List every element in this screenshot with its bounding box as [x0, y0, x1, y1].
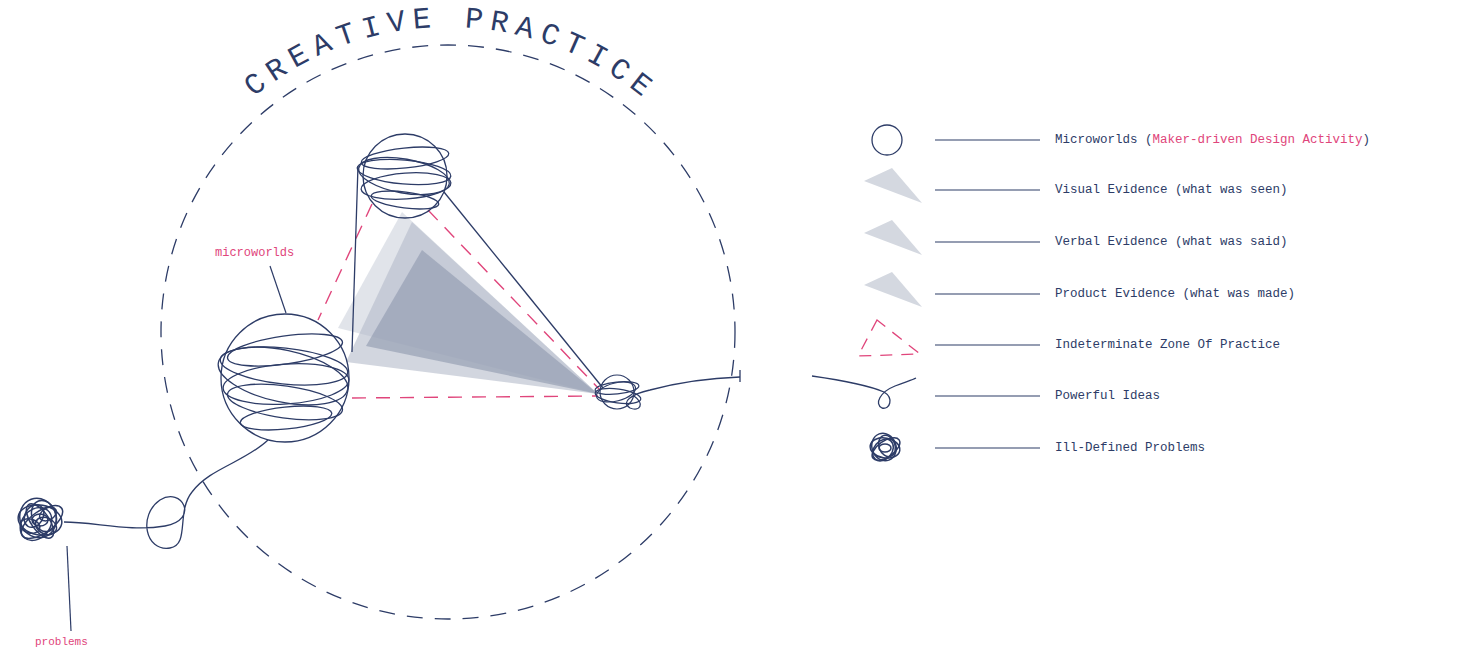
indeterminate-zone-part — [352, 396, 598, 398]
evidence-triangles-part — [338, 212, 598, 394]
legend-samples-part-part — [935, 395, 1040, 396]
legend-text: Microworlds (Maker-driven Design Activit… — [1055, 132, 1370, 148]
microworld-sphere-part — [239, 402, 333, 433]
problem-tangle-part — [20, 501, 48, 531]
legend-samples-part-part — [879, 444, 891, 452]
problem-tangle-part — [37, 504, 59, 523]
legend-samples-part — [935, 140, 1040, 448]
problem-tangle-part — [21, 499, 59, 542]
legend-samples-part-part — [935, 447, 1040, 448]
problem-tangle — [14, 493, 68, 547]
legend-text: Product Evidence (what was made) — [1055, 286, 1295, 302]
legend-samples-part — [858, 320, 920, 356]
legend-samples-part — [864, 168, 922, 203]
microworld-sphere-part — [360, 170, 452, 202]
microworld-sphere-part — [370, 188, 439, 212]
leader-lines-part — [67, 546, 71, 631]
legend-samples-part-part — [935, 344, 1040, 345]
legend-text: Verbal Evidence (what was said) — [1055, 234, 1288, 250]
legend-text: Indeterminate Zone Of Practice — [1055, 337, 1280, 353]
legend-samples-part — [868, 430, 904, 465]
legend-samples-part-part — [935, 293, 1040, 294]
powerful-idea-threads-part — [739, 370, 740, 382]
legend-samples-part — [864, 220, 922, 255]
evidence-triangles-part — [346, 222, 598, 394]
dashed-circle-outline-part — [161, 45, 735, 619]
microworld-sphere — [213, 314, 353, 442]
powerful-idea-threads-part — [352, 166, 358, 352]
leader-lines — [67, 266, 286, 631]
legend-text: Powerful Ideas — [1055, 388, 1160, 404]
legend-samples-part — [864, 272, 922, 307]
microworld-sphere — [594, 375, 642, 409]
indeterminate-zone-part — [428, 210, 600, 390]
legend-samples-part-part — [935, 241, 1040, 242]
microworld-sphere-part — [213, 337, 353, 415]
powerful-idea-threads-part — [626, 377, 740, 409]
legend-samples-part-part — [935, 139, 1040, 140]
evidence-triangles — [338, 212, 598, 394]
indeterminate-zone-part — [318, 204, 372, 320]
microworld-sphere — [356, 134, 453, 218]
legend-samples-part — [872, 125, 902, 155]
legend-text: Visual Evidence (what was seen) — [1055, 182, 1288, 198]
creative-practice-circle: CREATIVE PRACTICE — [160, 44, 736, 620]
powerful-idea-threads — [64, 166, 740, 548]
problem-tangle-part — [19, 517, 42, 536]
microworld-sphere-part — [594, 378, 637, 405]
microworlds-label: microworlds — [215, 246, 294, 260]
powerful-idea-threads-part — [444, 192, 603, 388]
leader-lines-part — [270, 266, 286, 313]
indeterminate-zone — [318, 204, 600, 398]
legend-samples-part-part — [868, 433, 903, 464]
legend-samples-part — [812, 376, 916, 408]
legend-samples-part-part — [876, 433, 899, 459]
dashed-circle-outline — [160, 44, 736, 620]
microworld-sphere-part — [363, 134, 447, 218]
microworld-sphere-part — [221, 314, 349, 442]
powerful-idea-threads-part — [64, 440, 268, 548]
microworld-sphere-part — [356, 151, 453, 200]
legend-samples-part-part — [935, 189, 1040, 190]
problem-tangle-part — [33, 514, 60, 538]
legend-samples — [812, 125, 1040, 465]
problems-label: problems — [35, 636, 88, 649]
legend-text: Ill-Defined Problems — [1055, 440, 1205, 456]
evidence-triangles-part — [366, 250, 598, 394]
